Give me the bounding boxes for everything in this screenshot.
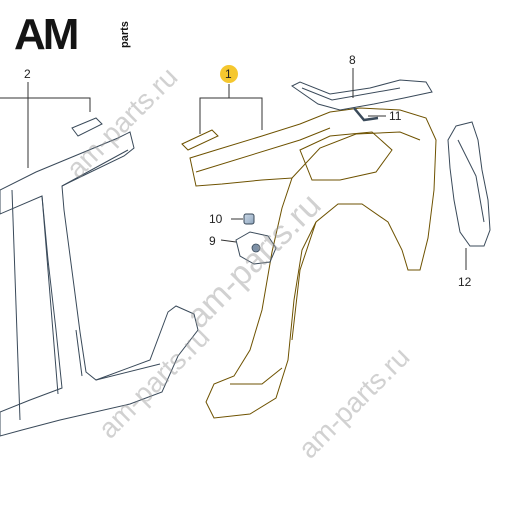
part-2-body-side-frame[interactable] <box>0 131 199 437</box>
part-1-strip[interactable] <box>181 129 219 151</box>
callout-9-label: 9 <box>209 234 216 248</box>
callout-1-label: 1 <box>225 67 232 81</box>
part-9-mount[interactable] <box>235 231 277 265</box>
watermark-text-1: am-parts.ru <box>60 61 183 184</box>
callout-12[interactable]: 12 <box>458 275 472 289</box>
callout-10-label: 10 <box>209 212 223 226</box>
callout-12-label: 12 <box>458 275 472 289</box>
watermark-text-4: am-parts.ru <box>292 341 415 464</box>
callout-1[interactable]: 1 <box>220 65 238 83</box>
logo-sub-text: parts <box>119 21 131 48</box>
logo-main-text: AM <box>14 10 77 59</box>
part-2-bracket[interactable] <box>71 117 103 137</box>
callout-9[interactable]: 9 <box>209 234 216 248</box>
callout-10[interactable]: 10 <box>209 212 223 226</box>
brand-logo: AM parts <box>14 10 131 59</box>
callout-1-badge <box>220 65 238 83</box>
part-10-bolt[interactable] <box>243 213 255 225</box>
callout-11-label: 11 <box>389 109 402 123</box>
part-11-hook[interactable] <box>353 107 379 122</box>
callout-2-label: 2 <box>24 67 31 81</box>
callout-2[interactable]: 2 <box>24 67 31 81</box>
watermark-text-2: am-parts.ru <box>179 186 329 336</box>
callout-8[interactable]: 8 <box>349 53 356 67</box>
callout-8-label: 8 <box>349 53 356 67</box>
watermark-text-3: am-parts.ru <box>92 321 215 444</box>
part-8-upper-reinforcement[interactable] <box>291 79 433 111</box>
watermark: am-parts.ru am-parts.ru am-parts.ru am-p… <box>60 61 415 464</box>
callout-11[interactable]: 11 <box>389 109 402 123</box>
part-12-rear-panel-bracket[interactable] <box>447 121 491 247</box>
leader-lines <box>0 68 467 270</box>
